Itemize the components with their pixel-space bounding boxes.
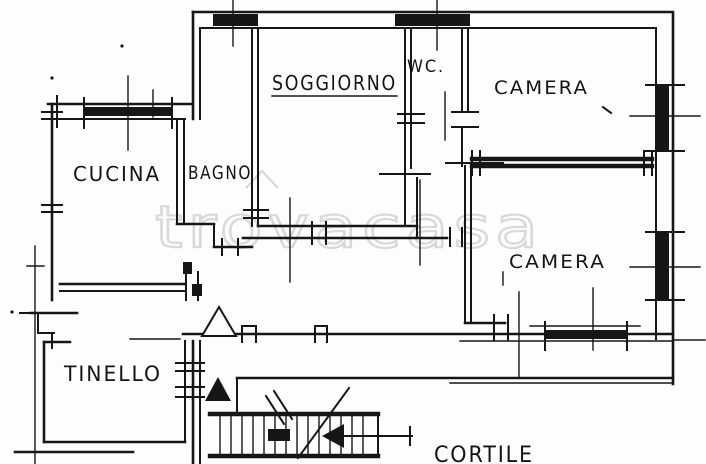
room-label-bagno: BAGNO (188, 162, 252, 184)
window-bar-icon (657, 85, 669, 151)
room-label-wc: WC. (407, 57, 445, 77)
dimension-lines (26, 44, 613, 464)
window-bar-icon (395, 14, 470, 26)
window-bar-icon (545, 330, 627, 339)
room-labels: SOGGIORNO WC. CAMERA CUCINA BAGNO CAMERA… (63, 57, 606, 464)
room-label-camera-top: CAMERA (494, 77, 589, 99)
stairs-up-arrow-icon (205, 377, 231, 401)
door-swing-triangle-icon (200, 305, 238, 337)
interior-walls (58, 27, 706, 384)
stairs-direction-arrow-icon (322, 424, 344, 448)
room-label-soggiorno: SOGGIORNO (272, 71, 397, 95)
room-label-camera-bottom: CAMERA (509, 251, 606, 273)
staircase (191, 305, 413, 464)
room-label-tinello: TINELLO (63, 362, 162, 386)
room-label-cucina: CUCINA (73, 162, 161, 186)
windows (83, 0, 701, 351)
room-label-cortile: CORTILE (434, 443, 534, 464)
window-bar-icon (213, 14, 258, 26)
outer-walls (10, 10, 675, 454)
window-bar-icon (657, 232, 669, 300)
